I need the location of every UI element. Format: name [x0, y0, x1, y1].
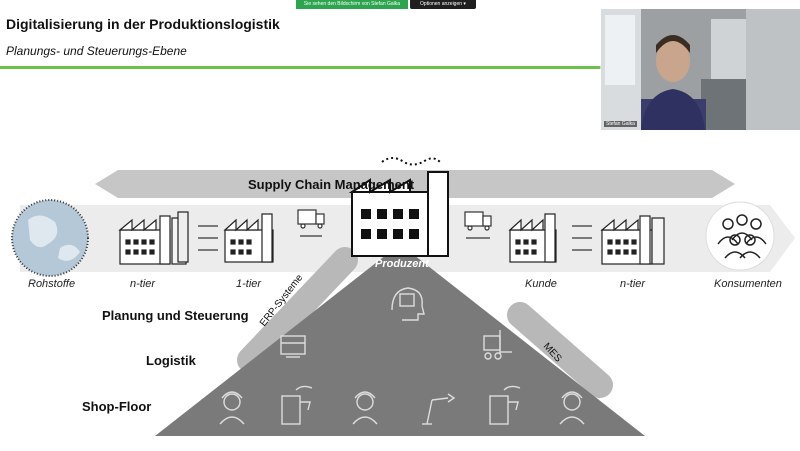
diagram-graphics [11, 157, 795, 436]
webcam-scene [601, 9, 746, 130]
producer-label: Produzent [375, 258, 429, 270]
view-options-label: Optionen anzeigen [420, 1, 463, 7]
factory-tier1-icon [223, 213, 274, 263]
participant-name: Stefan Galka [604, 121, 637, 127]
machine-icon [281, 385, 313, 425]
video-strip-background [746, 9, 800, 130]
level-logistik-label: Logistik [146, 353, 196, 368]
rohstoffe-label: Rohstoffe [28, 278, 76, 290]
view-options-button[interactable]: Optionen anzeigen ▾ [410, 0, 476, 9]
consumers-icon [705, 201, 775, 271]
tier1-label: 1-tier [236, 278, 262, 290]
supply-chain-diagram: Supply Chain Management Produzent Rohsto… [0, 140, 800, 451]
level-planung-label: Planung und Steuerung [102, 308, 249, 323]
slide-title: Digitalisierung in der Produktionslogist… [6, 16, 280, 32]
double-arrow-icon [572, 225, 592, 251]
ntier-left-label: n-tier [130, 278, 156, 290]
ntier-right-label: n-tier [620, 278, 646, 290]
forklift-icon [483, 330, 512, 360]
factory-cluster-ntier-left-icon [118, 211, 189, 265]
kunde-label: Kunde [525, 278, 557, 290]
konsumenten-label: Konsumenten [714, 278, 782, 290]
worker-icon [559, 391, 585, 425]
machine-icon [489, 385, 521, 425]
level-shopfloor-label: Shop-Floor [82, 399, 152, 414]
worker-icon [352, 391, 378, 425]
mes-bar [507, 302, 613, 398]
supply-chain-label: Supply Chain Management [248, 177, 415, 192]
screen-share-banner: Sie sehen den Bildschirm von Stefan Galk… [0, 0, 800, 9]
truck-icon [464, 211, 492, 231]
slide-subtitle: Planungs- und Steuerungs-Ebene [6, 44, 187, 58]
truck-icon [297, 209, 325, 229]
title-divider [0, 66, 600, 69]
factory-cluster-ntier-right-icon [600, 215, 665, 265]
scm-arrow [95, 170, 735, 198]
factory-kunde-icon [508, 213, 557, 263]
chevron-down-icon: ▾ [463, 1, 466, 7]
erp-bar [237, 247, 358, 373]
planning-head-icon [391, 287, 425, 321]
globe-icon [11, 199, 89, 277]
participant-video[interactable] [601, 9, 746, 130]
robot-arm-icon [422, 393, 456, 425]
pyramid [155, 244, 645, 436]
worker-icon [219, 391, 245, 425]
producer-factory-icon [348, 157, 449, 257]
double-arrow-icon [198, 225, 218, 251]
box-icon [280, 335, 306, 358]
screen-share-label: Sie sehen den Bildschirm von Stefan Galk… [296, 0, 408, 9]
